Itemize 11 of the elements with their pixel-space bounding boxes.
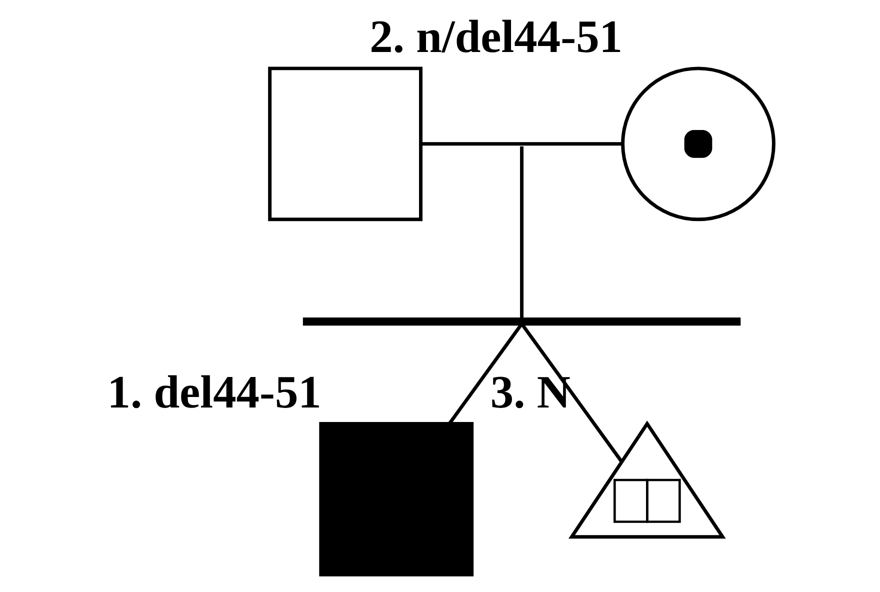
connector <box>420 142 622 146</box>
node-circle <box>620 66 775 222</box>
node-label: 2. n/del44-51 <box>369 12 622 64</box>
connector <box>520 322 622 462</box>
connector <box>520 146 524 320</box>
node-label: 1. del44-51 <box>106 367 321 418</box>
connector <box>448 322 523 424</box>
node-bar <box>302 317 740 326</box>
node-triangle <box>568 420 726 539</box>
node-box <box>318 422 474 576</box>
node-box <box>268 66 422 222</box>
